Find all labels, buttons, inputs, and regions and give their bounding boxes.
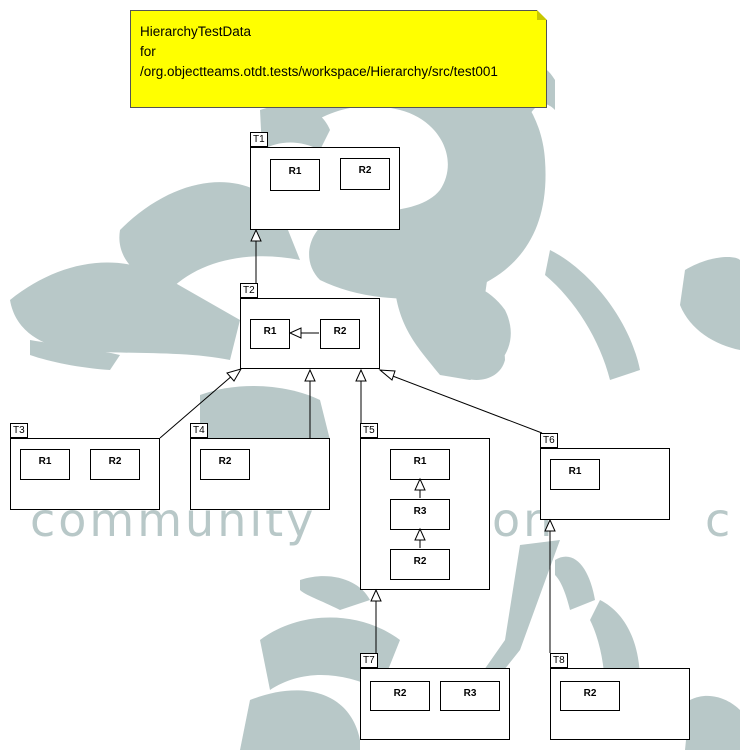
role-t5-r2[interactable]: R2 (390, 549, 450, 580)
edge-t6-t2 (389, 374, 543, 434)
edge-t7-t5-arrowhead (370, 588, 382, 602)
role-t4-r2[interactable]: R2 (200, 449, 250, 480)
team-t7-tab: T7 (360, 653, 378, 668)
role-t5-r1[interactable]: R1 (390, 449, 450, 480)
team-t5[interactable]: R1 R3 R2 (360, 438, 490, 590)
team-t8[interactable]: R2 (550, 668, 690, 740)
edge-t5-r3-r1-arrowhead (414, 477, 426, 491)
team-t3[interactable]: R1 R2 (10, 438, 160, 510)
edge-t2-t1-arrowhead (250, 228, 262, 242)
team-t5-tab: T5 (360, 423, 378, 438)
role-t2-r2[interactable]: R2 (320, 319, 360, 349)
team-t7[interactable]: R2 R3 (360, 668, 510, 740)
role-t6-r1[interactable]: R1 (550, 459, 600, 490)
edge-t5-t2-arrowhead (355, 368, 367, 382)
edge-t3-t2 (159, 374, 234, 439)
team-t4[interactable]: R2 (190, 438, 330, 510)
role-t7-r2[interactable]: R2 (370, 681, 430, 711)
edge-t8-t6-arrowhead (544, 518, 556, 532)
role-t1-r1[interactable]: R1 (270, 159, 320, 191)
team-t6[interactable]: R1 (540, 448, 670, 520)
team-t2-tab: T2 (240, 283, 258, 298)
note-path: /org.objectteams.otdt.tests/workspace/Hi… (140, 64, 498, 79)
hierarchy-note[interactable]: HierarchyTestData for /org.objectteams.o… (130, 10, 547, 108)
role-t3-r2[interactable]: R2 (90, 449, 140, 480)
role-t1-r2[interactable]: R2 (340, 158, 390, 190)
team-t1-tab: T1 (250, 132, 268, 147)
role-t2-r1[interactable]: R1 (250, 319, 290, 349)
note-for: for (140, 44, 156, 59)
role-t3-r1[interactable]: R1 (20, 449, 70, 480)
edge-t6-t2-arrowhead (378, 369, 396, 381)
watermark-text-end: c (705, 493, 734, 547)
role-t7-r3[interactable]: R3 (440, 681, 500, 711)
role-t8-r2[interactable]: R2 (560, 681, 620, 711)
note-fold-corner-icon (537, 10, 547, 20)
edge-t2-r2-r1-arrowhead (288, 327, 302, 339)
edge-t4-t2-arrowhead (304, 368, 316, 382)
edge-t3-t2-arrowhead (226, 368, 243, 382)
team-t6-tab: T6 (540, 433, 558, 448)
note-title: HierarchyTestData (140, 24, 252, 39)
team-t8-tab: T8 (550, 653, 568, 668)
team-t1[interactable]: R1 R2 (250, 147, 400, 230)
team-t3-tab: T3 (10, 423, 28, 438)
team-t4-tab: T4 (190, 423, 208, 438)
edge-t5-r2-r3-arrowhead (414, 527, 426, 541)
